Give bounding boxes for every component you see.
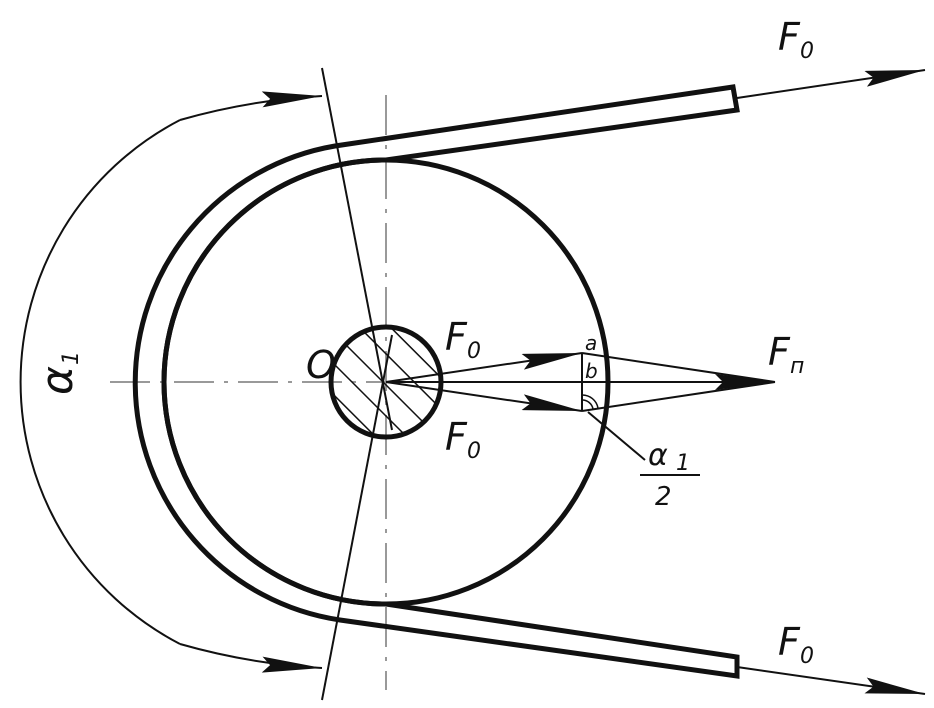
svg-text:1: 1 — [59, 351, 84, 365]
half-angle-leader — [587, 411, 646, 461]
belt — [132, 84, 740, 679]
svg-text:0: 0 — [800, 644, 814, 669]
svg-text:п: п — [790, 354, 804, 379]
arc-arrow-bottom — [179, 643, 323, 673]
angle-line-bottom — [321, 334, 393, 701]
force-f0-upper — [385, 352, 583, 383]
svg-text:0: 0 — [467, 339, 481, 364]
angle-line-top — [321, 67, 393, 431]
svg-text:F: F — [778, 15, 801, 59]
label-half-angle: α 1 2 — [648, 438, 690, 512]
half-angle-mark — [581, 394, 599, 410]
label-wrap-angle: α 1 — [32, 351, 84, 395]
tension-arrow-bottom — [736, 666, 926, 695]
svg-text:F: F — [778, 620, 801, 664]
label-point-a: a — [585, 331, 597, 355]
svg-text:F: F — [768, 330, 791, 374]
svg-text:1: 1 — [676, 451, 690, 476]
label-f0-lower: F 0 — [445, 415, 481, 464]
force-f0-lower — [385, 381, 583, 412]
label-f0-bottom-right: F 0 — [778, 620, 814, 669]
parallelogram-lower — [581, 381, 776, 412]
label-center-o: O — [306, 343, 336, 387]
label-point-b: b — [585, 359, 598, 383]
wrap-angle-arc — [19, 119, 181, 645]
svg-text:0: 0 — [800, 39, 814, 64]
svg-text:α: α — [648, 438, 668, 473]
svg-text:2: 2 — [655, 482, 672, 512]
label-f0-top-right: F 0 — [778, 15, 814, 64]
arc-arrow-top — [179, 91, 323, 121]
svg-text:F: F — [445, 415, 468, 459]
label-f0-upper: F 0 — [445, 315, 481, 364]
parallelogram-upper — [581, 352, 776, 383]
label-fn: F п — [768, 330, 804, 379]
svg-text:F: F — [445, 315, 468, 359]
svg-text:α: α — [32, 366, 83, 395]
svg-text:0: 0 — [467, 439, 481, 464]
tension-arrow-top — [736, 69, 926, 99]
